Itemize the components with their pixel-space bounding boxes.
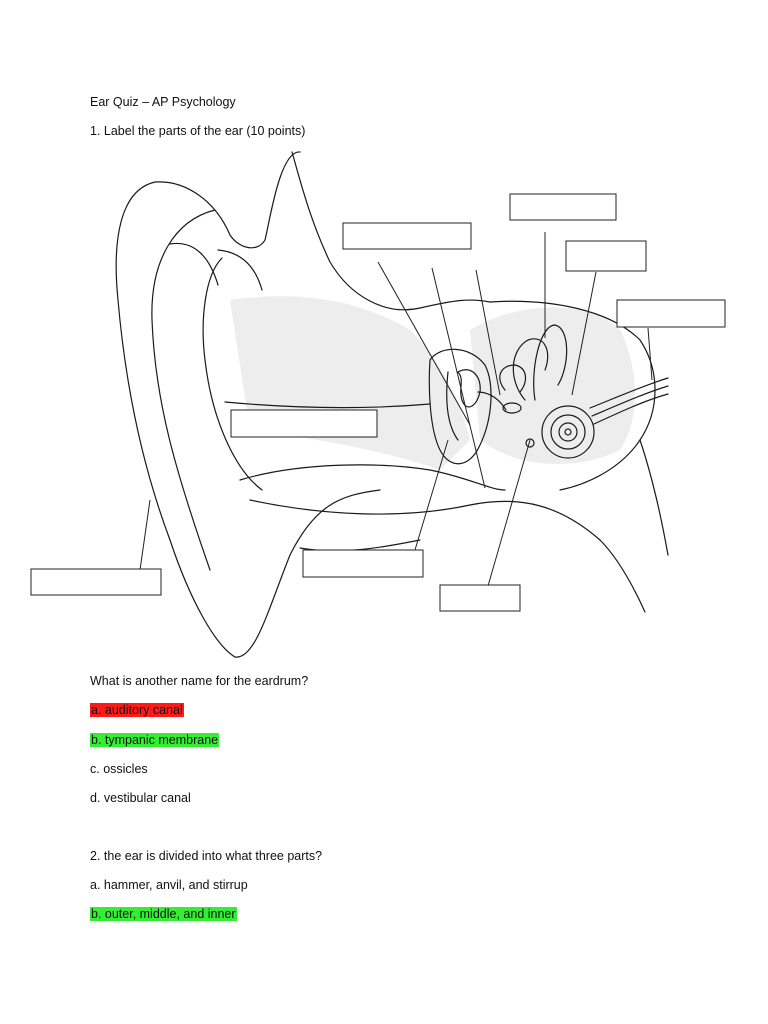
option-text: b. outer, middle, and inner — [90, 907, 237, 921]
option-text: a. hammer, anvil, and stirrup — [90, 878, 248, 892]
label-box[interactable] — [342, 222, 472, 250]
quiz-title: Ear Quiz – AP Psychology — [90, 95, 236, 109]
question-prompt: 2. the ear is divided into what three pa… — [90, 849, 323, 863]
answer-option: b. outer, middle, and inner — [90, 906, 237, 922]
option-text: a. auditory canal — [90, 703, 184, 717]
option-text: d. vestibular canal — [90, 791, 191, 805]
leader-line — [431, 267, 486, 489]
label-instruction: 1. Label the parts of the ear (10 points… — [90, 124, 306, 138]
leader-line — [139, 499, 151, 571]
label-box[interactable] — [565, 240, 647, 272]
leader-line — [377, 261, 471, 426]
option-text: c. ossicles — [90, 762, 148, 776]
answer-option: a. auditory canal — [90, 702, 184, 718]
option-text: b. tympanic membrane — [90, 733, 220, 747]
answer-option: a. hammer, anvil, and stirrup — [90, 877, 248, 893]
answer-option: d. vestibular canal — [90, 790, 191, 806]
answer-option: b. tympanic membrane — [90, 732, 220, 748]
leader-line — [647, 327, 653, 381]
answer-option: c. ossicles — [90, 761, 148, 777]
leader-line — [571, 271, 597, 396]
label-box[interactable] — [30, 568, 162, 596]
ear-diagram — [30, 151, 726, 658]
label-box[interactable] — [302, 549, 424, 578]
leader-line — [414, 439, 449, 551]
label-box[interactable] — [509, 193, 617, 221]
label-box[interactable] — [230, 409, 378, 438]
question-prompt: What is another name for the eardrum? — [90, 674, 309, 688]
leader-line — [475, 269, 501, 396]
leader-line — [487, 439, 531, 587]
label-box[interactable] — [439, 584, 521, 612]
label-box[interactable] — [616, 299, 726, 328]
